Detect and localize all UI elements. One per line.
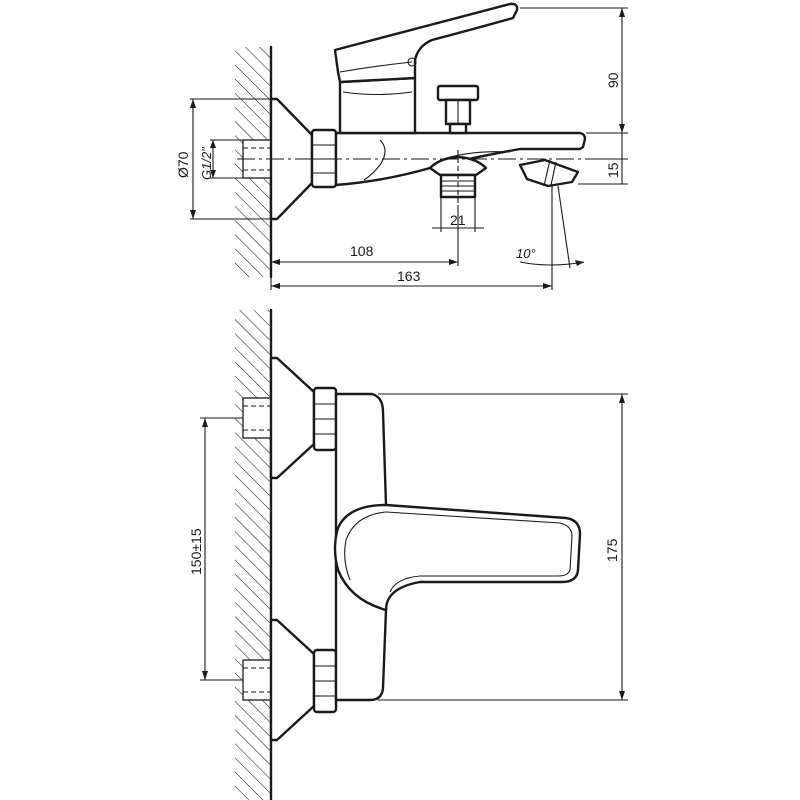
lever-side xyxy=(333,2,519,84)
dim-angle-10: 10° xyxy=(516,246,536,261)
side-view: Ø70 G1/2" 90 15 21 108 163 xyxy=(175,2,628,290)
dim-height-15: 15 xyxy=(605,162,621,178)
dim-width-175: 175 xyxy=(604,538,620,562)
lever-front xyxy=(333,503,582,612)
dim-centers-150: 150±15 xyxy=(188,528,204,575)
aerator-side xyxy=(518,158,580,188)
diverter-knob xyxy=(436,84,480,102)
wall-hatch-bottom xyxy=(235,310,271,800)
escutcheon-lower xyxy=(269,618,316,742)
front-view: 150±15 175 xyxy=(188,308,628,800)
dim-height-90: 90 xyxy=(605,72,621,88)
escutcheon-upper xyxy=(269,356,316,480)
inlet-pipe-lower xyxy=(242,659,273,701)
dim-thread: G1/2" xyxy=(199,146,214,180)
inlet-pipe-upper xyxy=(242,397,273,439)
dim-length-163: 163 xyxy=(397,268,421,284)
cartridge-housing xyxy=(338,76,417,135)
dim-length-108: 108 xyxy=(350,243,374,259)
dim-diameter-70: Ø70 xyxy=(175,151,191,178)
